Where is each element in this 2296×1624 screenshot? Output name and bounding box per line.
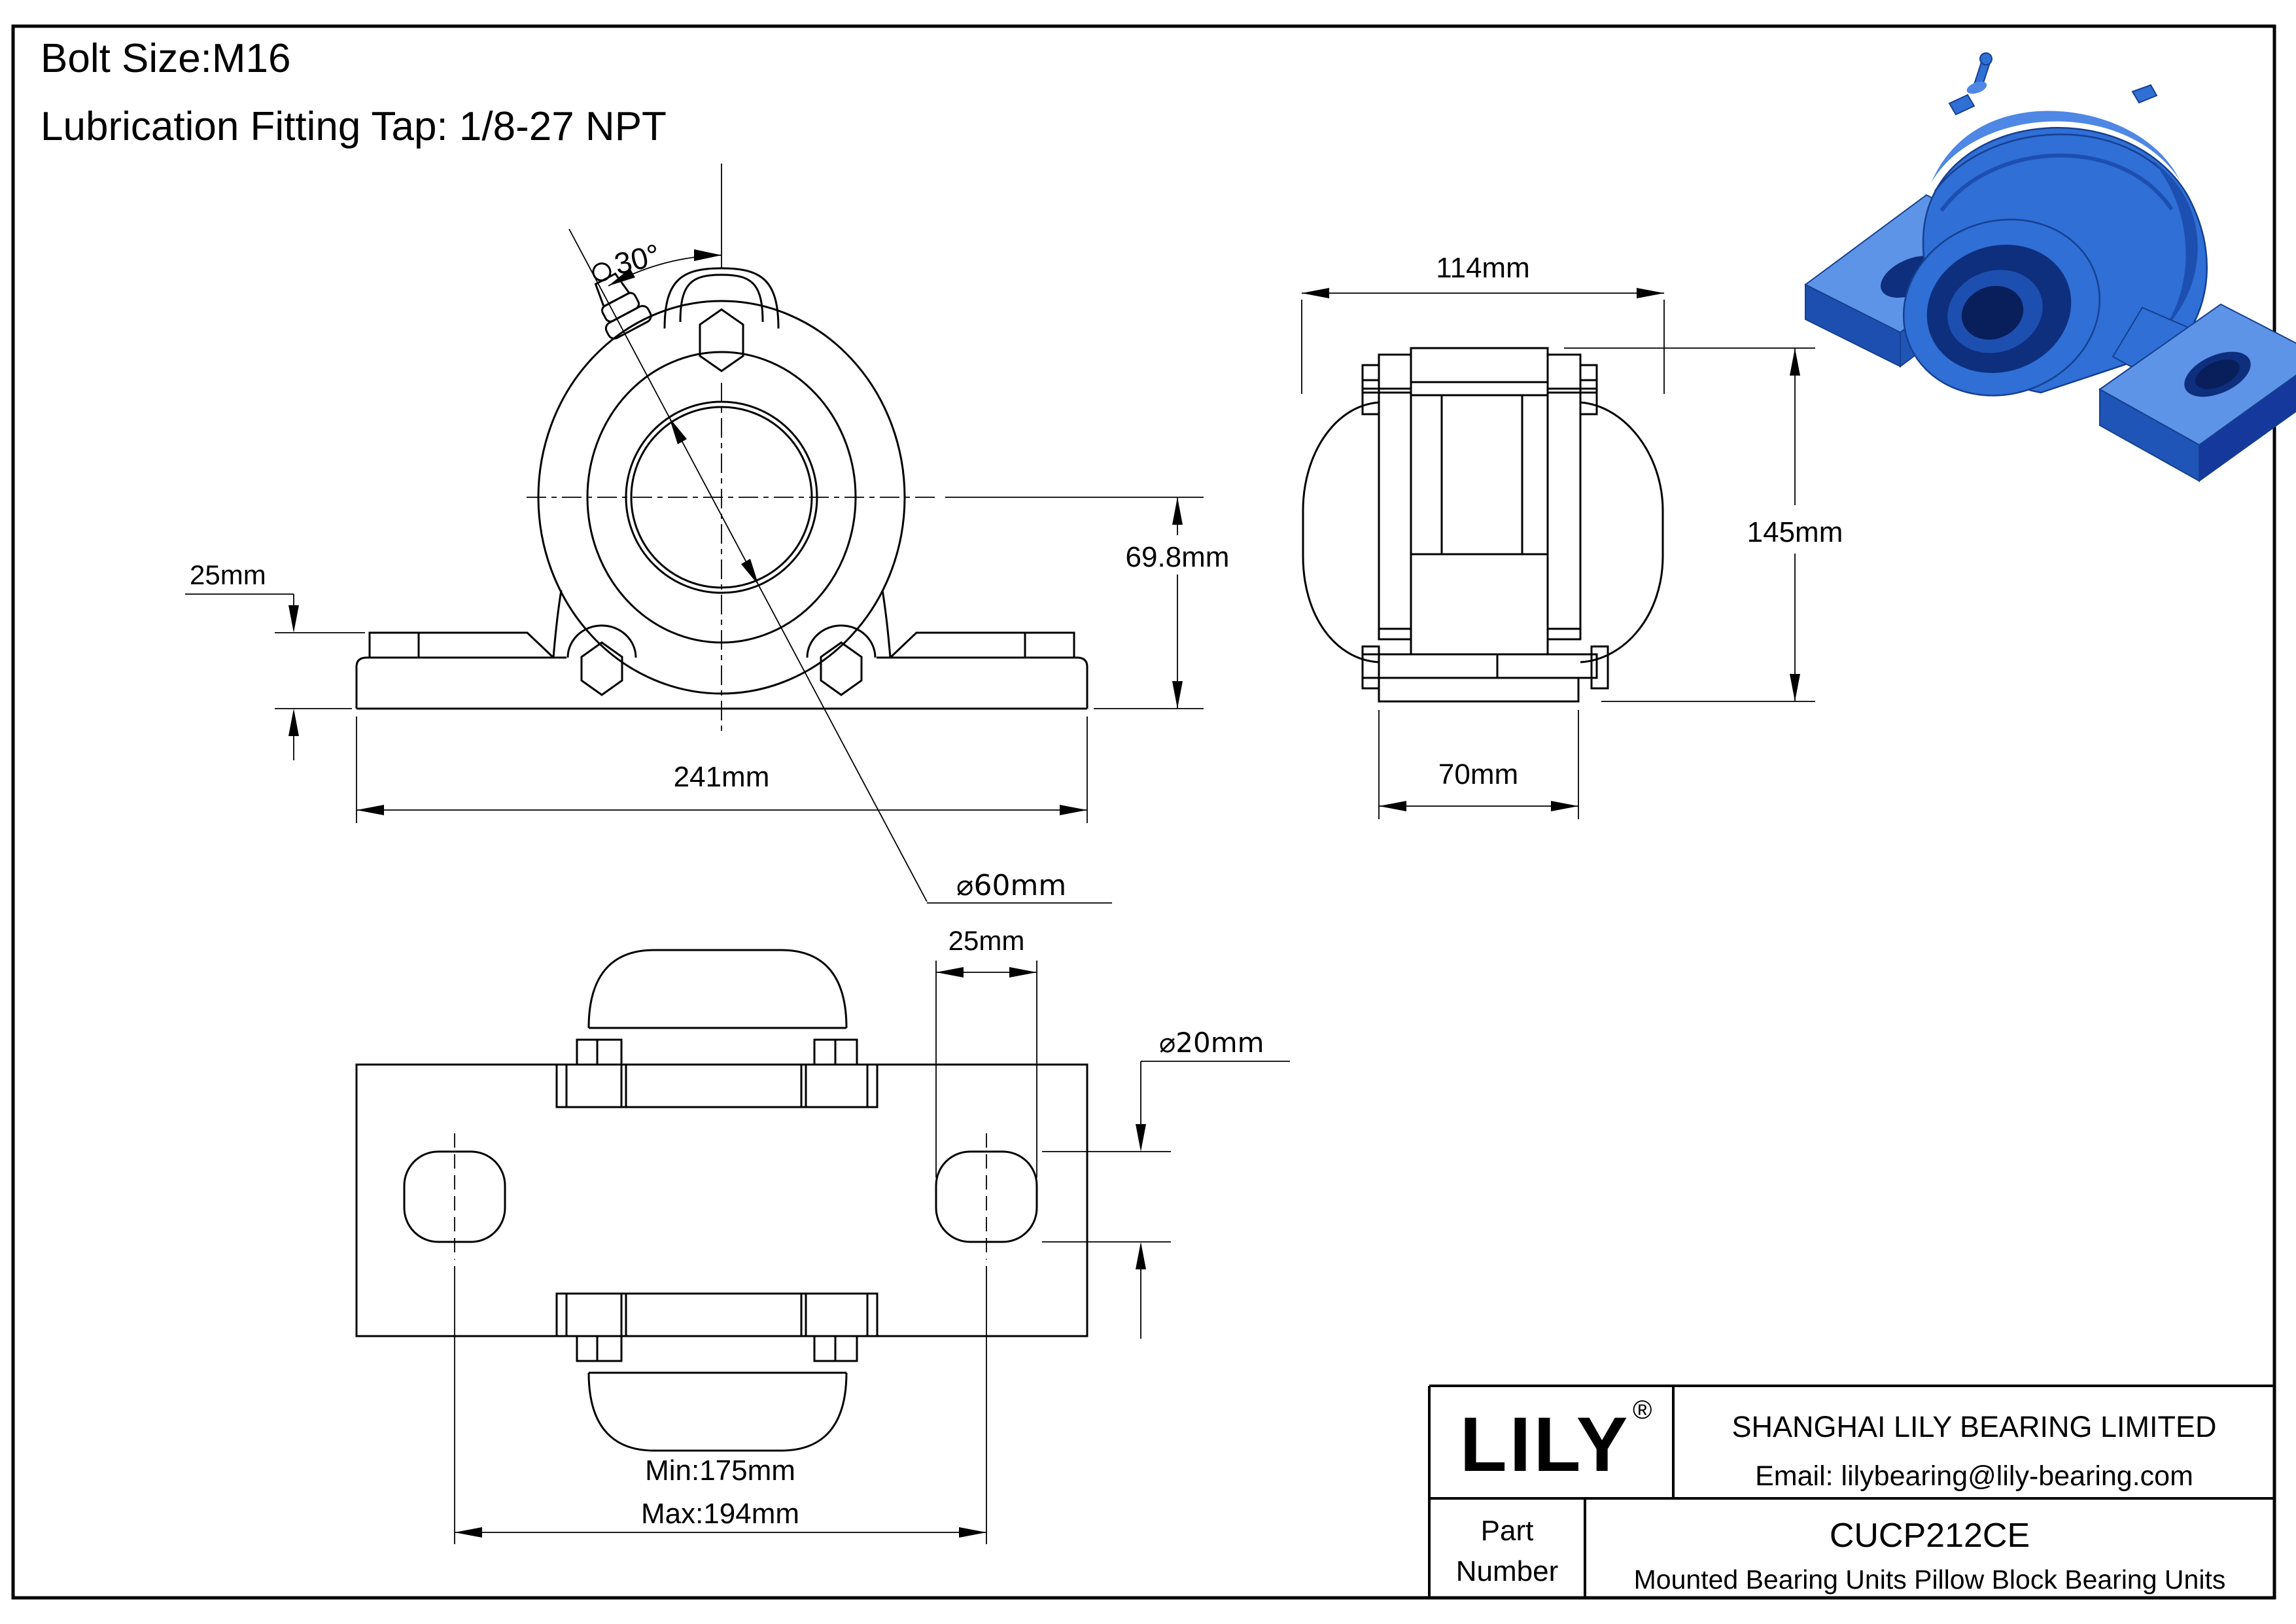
bottom-tab-1 (576, 1335, 599, 1362)
part-number: CUCP212CE (1830, 1517, 2030, 1555)
company-logo: LILY (1460, 1402, 1631, 1488)
step-label: 25mm (190, 559, 266, 590)
base-right-profile (877, 656, 1088, 709)
part-label-line1: Part (1481, 1515, 1534, 1547)
left-web (552, 590, 563, 658)
bolt-size-note: Bolt Size:M16 (41, 36, 291, 81)
base-right-step (889, 631, 1075, 659)
header-notes: Bolt Size:M16 Lubrication Fitting Tap: 1… (41, 36, 667, 149)
slot-arrow-right (1009, 967, 1037, 978)
bottom-view (355, 949, 1088, 1452)
front-dimensions (185, 164, 1204, 904)
width-arrow-right (1060, 805, 1087, 815)
foot-flange (1361, 653, 1598, 679)
base-left-step (368, 631, 555, 659)
left-side-plate (1378, 353, 1412, 641)
bottom-dimensions (454, 961, 1290, 1544)
top-tab-1 (576, 1038, 599, 1066)
hole-arrow-up (1136, 1242, 1146, 1269)
bottom-tab-3 (813, 1335, 837, 1362)
right-bolt-boss (806, 624, 877, 658)
right-foot-front-face (2099, 388, 2200, 482)
right-side-plate (1546, 353, 1582, 641)
hole-arrow-down (1136, 1124, 1146, 1152)
cap-bolt-hexagon (699, 308, 744, 372)
bottom-tab-2 (596, 1335, 623, 1362)
height-arrow-bottom (1172, 681, 1183, 709)
part-label-line2: Number (1456, 1555, 1559, 1587)
grease-nipple-collar (1966, 81, 1987, 94)
side-width-arrow-left (1302, 288, 1329, 298)
bottom-flange (555, 1292, 878, 1336)
top-tab-2 (596, 1038, 623, 1066)
side-dimensions (1301, 288, 1815, 819)
step-arrow-down (288, 605, 299, 633)
top-tab-3 (813, 1038, 837, 1066)
slot-arrow-left (936, 967, 964, 978)
top-cap-inner (679, 274, 764, 323)
angle-arrow-right (694, 249, 722, 261)
foot-arrow-right (1551, 801, 1578, 811)
span-arrow-right (959, 1527, 986, 1538)
bore-deep (1961, 285, 2024, 340)
title-block (1428, 1385, 2274, 1598)
right-bolt-hexagon (820, 641, 863, 696)
base-left-profile (355, 656, 566, 709)
angle-label: 30° (611, 237, 663, 281)
company-name: SHANGHAI LILY BEARING LIMITED (1731, 1410, 2216, 1443)
left-lobe (1302, 401, 1380, 663)
side-height-label: 145mm (1747, 516, 1843, 548)
top-dome (587, 949, 848, 1029)
page-border (11, 24, 2276, 1600)
side-height-arrow-bottom (1790, 674, 1800, 701)
right-foot-bolt (1590, 645, 1609, 690)
side-view (1302, 347, 1664, 703)
angle-arrow-left (608, 268, 635, 286)
company-email: Email: lilybearing@lily-bearing.com (1755, 1460, 2193, 1492)
base-width-label: 241mm (674, 761, 770, 793)
base-plate (355, 1063, 1088, 1337)
left-foot-bolt (1361, 645, 1380, 690)
slot-width-label: 25mm (948, 925, 1025, 956)
side-height-arrow-top (1790, 348, 1800, 376)
front-centerlines (527, 383, 939, 736)
bore-arrow-upper (669, 417, 687, 444)
left-bolt-boss (566, 624, 637, 658)
grease-nipple-tip (1979, 52, 1992, 65)
bottom-dome (587, 1372, 848, 1452)
foot-arrow-left (1379, 801, 1406, 811)
registered-mark: ® (1633, 1396, 1652, 1424)
render-3d-pillow-block (1804, 52, 2296, 482)
bottom-tab-4 (834, 1335, 858, 1362)
bore-label: ⌀60mm (956, 869, 1066, 902)
right-lobe (1580, 401, 1664, 663)
left-bolt-hexagon (580, 641, 623, 696)
top-tab-4 (834, 1038, 858, 1066)
part-description: Mounted Bearing Units Pillow Block Beari… (1634, 1564, 2226, 1595)
cap-flange (1410, 347, 1549, 383)
step-arrow-up (288, 709, 299, 736)
span-arrow-left (455, 1527, 482, 1538)
side-width-label: 114mm (1436, 252, 1529, 284)
center-height-label: 69.8mm (1126, 541, 1230, 573)
span-min-label: Min:175mm (645, 1455, 795, 1487)
side-foot-label: 70mm (1438, 758, 1518, 790)
slot-hole-label: ⌀20mm (1159, 1027, 1264, 1059)
bore-arrow-lower (741, 559, 759, 586)
lubrication-note: Lubrication Fitting Tap: 1/8-27 NPT (41, 104, 667, 149)
housing-cap-highlight (1931, 111, 2180, 183)
cap-groove (1939, 153, 2174, 212)
top-flange (555, 1065, 878, 1108)
height-arrow-top (1172, 497, 1183, 525)
cap-tab-left (1948, 94, 1975, 116)
cap-tab-right (2131, 84, 2158, 104)
side-width-arrow-right (1637, 288, 1664, 298)
cap-seam-line (1934, 133, 2180, 192)
width-arrow-left (357, 805, 384, 815)
right-foot-counterbore (2195, 359, 2240, 389)
foot-slab (1378, 677, 1580, 703)
span-max-label: Max:194mm (641, 1498, 799, 1530)
right-web (881, 590, 892, 658)
body-shading (2152, 160, 2198, 334)
